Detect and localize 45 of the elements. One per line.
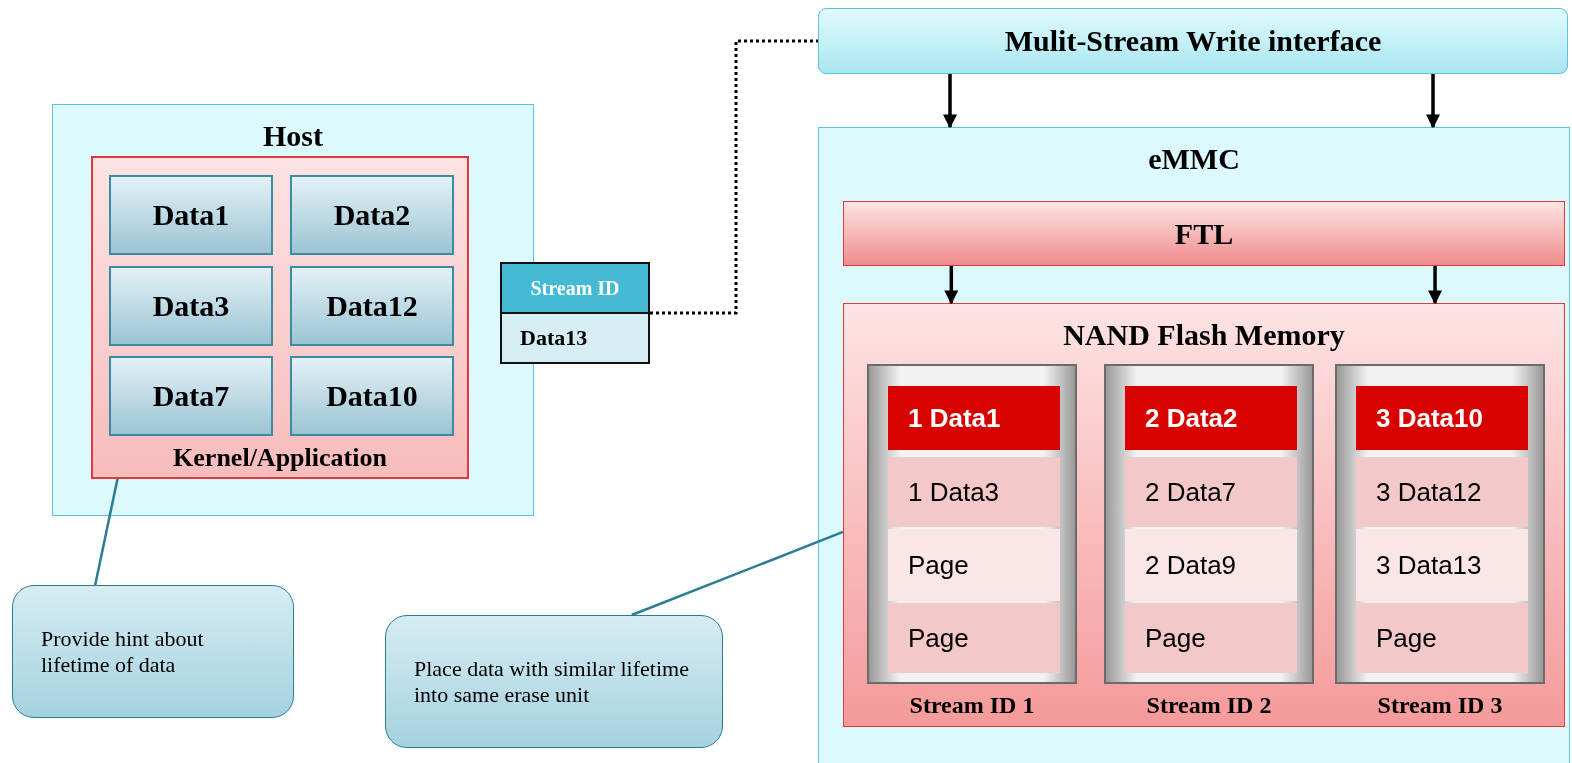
data-cell: Data13 [502, 314, 648, 362]
interface-bar: Mulit-Stream Write interface [818, 8, 1568, 74]
page-cell: 3 Data10 [1356, 386, 1528, 450]
nand-panel [843, 303, 1565, 727]
page-cell: 3 Data12 [1356, 457, 1528, 527]
arrow [1428, 266, 1443, 305]
column-label: Stream ID 3 [1376, 692, 1504, 719]
data-packet [500, 262, 650, 364]
leader-line [93, 478, 119, 586]
stream-id-cell: Stream ID [502, 264, 648, 314]
data-block: Data1 [109, 175, 273, 255]
page-cell: Page [1356, 603, 1528, 673]
page-cell: 2 Data9 [1125, 529, 1297, 601]
column-label: Stream ID 1 [908, 692, 1036, 719]
data-block: Data10 [290, 356, 454, 436]
page-cell: 3 Data13 [1356, 529, 1528, 601]
page-cell: 2 Data2 [1125, 386, 1297, 450]
page-cell: Page [888, 529, 1060, 601]
erase-block [867, 364, 1077, 684]
ftl-bar: FTL [843, 201, 1565, 266]
connector-line [650, 39, 818, 315]
panel-title: NAND Flash Memory [1062, 318, 1346, 352]
arrow [1426, 74, 1440, 129]
page-cell: Page [888, 603, 1060, 673]
data-block: Data2 [290, 175, 454, 255]
page-cell: Page [1125, 603, 1297, 673]
page-cell: 1 Data3 [888, 457, 1060, 527]
callout-bubble: Provide hint about lifetime of data [12, 585, 294, 718]
panel-title: Host [262, 119, 324, 153]
erase-block [1104, 364, 1314, 684]
page-cell: 1 Data1 [888, 386, 1060, 450]
erase-block [1335, 364, 1545, 684]
data-block: Data7 [109, 356, 273, 436]
panel-title: eMMC [1147, 142, 1241, 176]
emmc-panel [818, 127, 1570, 763]
page-cell: 2 Data7 [1125, 457, 1297, 527]
column-label: Stream ID 2 [1145, 692, 1273, 719]
panel-title: Kernel/Application [172, 443, 388, 473]
data-block: Data3 [109, 266, 273, 346]
application-panel [91, 156, 469, 479]
arrow [943, 74, 957, 129]
leader-line [631, 530, 844, 617]
arrow [944, 266, 959, 305]
data-block: Data12 [290, 266, 454, 346]
callout-bubble: Place data with similar lifetime into same erase unit [385, 615, 723, 748]
